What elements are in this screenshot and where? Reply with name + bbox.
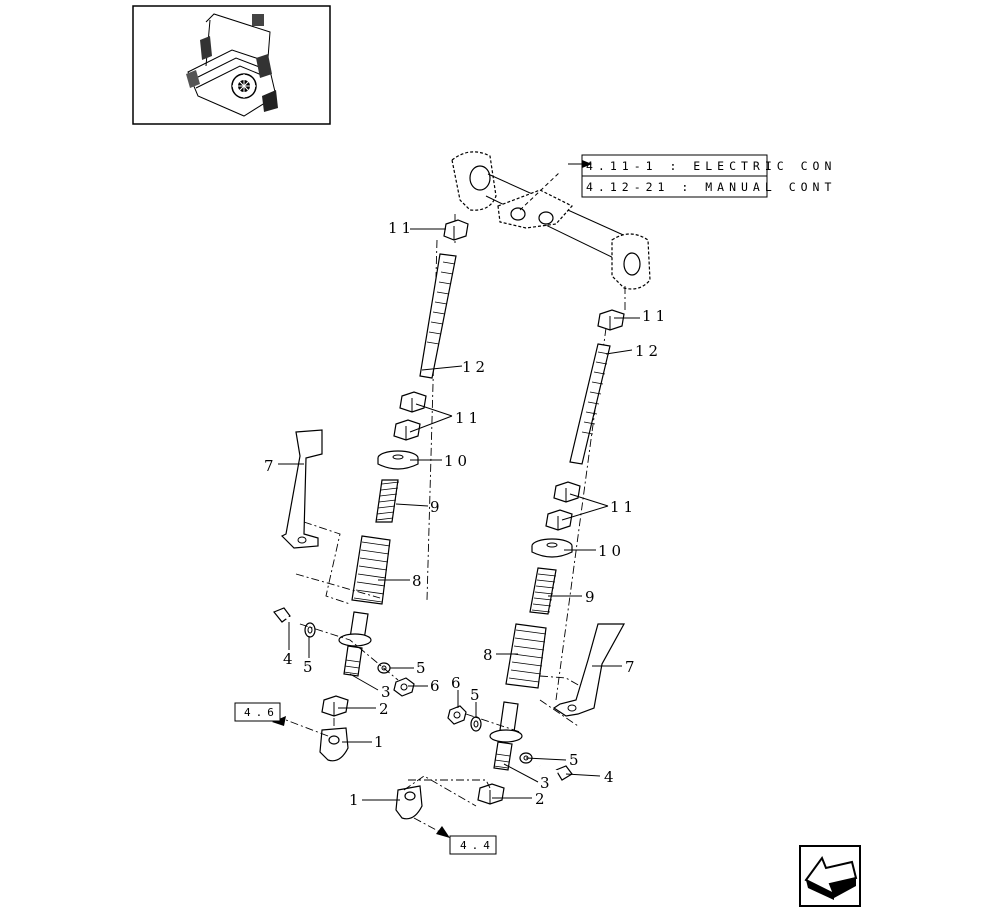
inner-spring-part[interactable] [529, 567, 557, 615]
part-label: 11 [455, 409, 482, 427]
part-label: 10 [444, 452, 471, 470]
part-label: 3 [381, 683, 395, 701]
spring-seat-part[interactable] [377, 450, 419, 470]
part-label: 12 [635, 342, 662, 360]
part-label: 5 [470, 686, 484, 704]
part-label: 4 [283, 650, 297, 668]
inner-spring-part[interactable] [375, 479, 400, 523]
part-label: 1 [349, 791, 363, 809]
callout-text: 4.4 [460, 839, 495, 852]
outer-spring-part[interactable] [505, 623, 547, 689]
reference-link-electric[interactable]: 4.11-1 : ELECTRIC CON [586, 159, 836, 173]
part-label: 8 [483, 646, 497, 664]
part-label: 5 [569, 751, 583, 769]
nut-part[interactable] [321, 695, 349, 717]
nut-part[interactable] [399, 391, 427, 413]
leader-lines [278, 228, 640, 801]
clevis-part[interactable] [319, 727, 349, 762]
bracket-part[interactable] [280, 429, 323, 549]
part-label: 9 [430, 498, 444, 516]
pivot-pin-part[interactable] [338, 611, 372, 677]
nut-part[interactable] [545, 509, 573, 531]
part-label: 7 [264, 457, 278, 475]
reference-link-manual[interactable]: 4.12-21 : MANUAL CONT [586, 180, 836, 194]
part-label: 3 [540, 774, 554, 792]
callout-box-4-6[interactable]: 4.6 [234, 702, 281, 722]
part-label: 10 [598, 542, 625, 560]
left-adjuster-assembly [273, 219, 469, 762]
reference-table: 4.11-1 : ELECTRIC CON 4.12-21 : MANUAL C… [568, 154, 836, 198]
bracket-part[interactable] [552, 623, 626, 717]
callout-box-4-4[interactable]: 4.4 [449, 835, 497, 855]
part-labels: 11 12 11 10 9 8 7 4 5 5 6 3 2 1 1 11 12 … [264, 219, 669, 809]
part-label: 2 [535, 790, 549, 808]
threaded-rod-part[interactable] [419, 253, 457, 379]
part-label: 8 [412, 572, 426, 590]
part-label: 6 [430, 677, 444, 695]
callout-text: 4.6 [244, 706, 279, 719]
nut-part[interactable] [597, 309, 625, 331]
shaft-assembly [451, 151, 651, 310]
part-label: 5 [303, 658, 317, 676]
nut-part[interactable] [393, 419, 421, 441]
washer-part[interactable] [470, 716, 482, 732]
part-label: 1 [374, 733, 388, 751]
part-label: 11 [610, 498, 637, 516]
part-label: 9 [585, 588, 599, 606]
previous-page-arrow-icon [804, 855, 858, 900]
nut-part[interactable] [443, 219, 469, 241]
reference-text: 4.12-21 : MANUAL CONT [586, 180, 836, 194]
machine-overview-icon [186, 13, 278, 117]
nut-part[interactable] [553, 481, 581, 503]
part-label: 4 [604, 768, 618, 786]
part-label: 11 [642, 307, 669, 325]
overview-thumbnail[interactable] [132, 5, 331, 125]
locknut-part[interactable] [393, 677, 415, 697]
outer-spring-part[interactable] [351, 535, 391, 605]
reference-text: 4.11-1 : ELECTRIC CON [586, 159, 836, 173]
part-label: 5 [416, 659, 430, 677]
part-label: 11 [388, 219, 415, 237]
part-label: 6 [451, 674, 465, 692]
nut-part[interactable] [477, 783, 505, 805]
part-label: 7 [625, 658, 639, 676]
clevis-part[interactable] [395, 785, 423, 820]
part-label: 12 [462, 358, 489, 376]
bolt-part[interactable] [273, 607, 301, 626]
locknut-part[interactable] [447, 705, 467, 725]
spring-seat-part[interactable] [531, 538, 573, 558]
threaded-rod-part[interactable] [569, 343, 611, 465]
part-label: 2 [379, 700, 393, 718]
washer-part[interactable] [304, 622, 316, 638]
previous-page-button[interactable] [799, 845, 861, 907]
pivot-pin-part[interactable] [489, 701, 523, 771]
right-adjuster-assembly [395, 309, 626, 820]
